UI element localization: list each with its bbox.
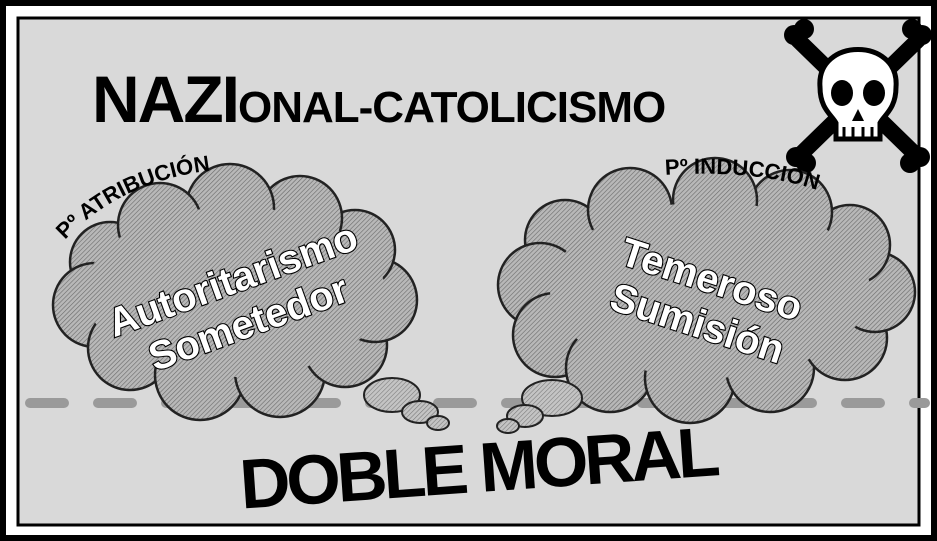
- right-thought-cloud: [496, 156, 917, 425]
- title-suffix: ONAL-CATOLICISMO: [238, 83, 665, 132]
- skull-and-crossbones-icon: [784, 19, 932, 173]
- right-thought-bubbles: [496, 379, 583, 434]
- title: NAZIONAL-CATOLICISMO: [92, 62, 665, 136]
- title-prefix: NAZI: [92, 62, 238, 136]
- left-thought-bubbles: [363, 377, 450, 431]
- left-thought-cloud: [51, 162, 419, 422]
